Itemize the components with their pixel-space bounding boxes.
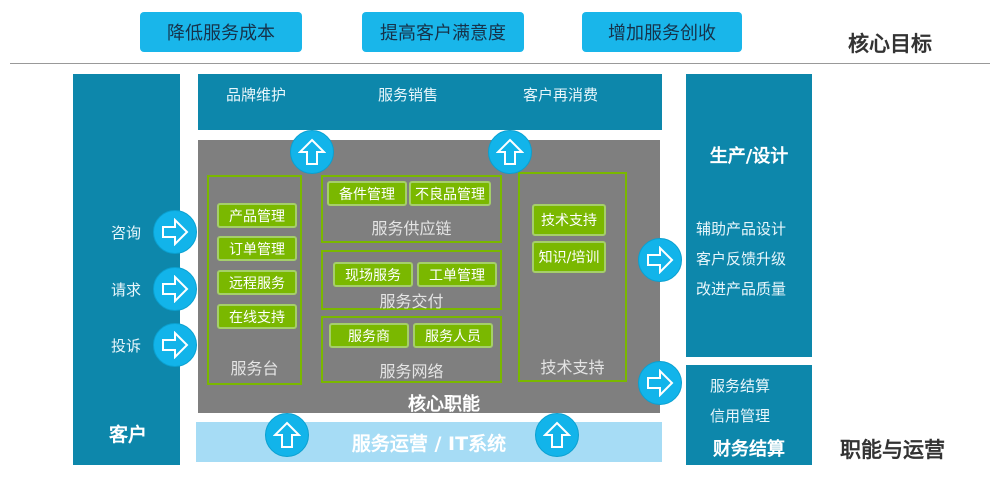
arrow-up-icon bbox=[265, 413, 309, 457]
goals-title: 核心目标 bbox=[848, 32, 932, 56]
tech-support-item: 技术支持 bbox=[532, 204, 606, 236]
product-mgmt: 产品管理 bbox=[217, 203, 297, 228]
customer-repurchase: 客户再消费 bbox=[523, 86, 599, 104]
service-desk-box: 产品管理 订单管理 远程服务 在线支持 服务台 bbox=[207, 175, 302, 385]
supply-chain-box: 备件管理 不良品管理 服务供应链 bbox=[321, 175, 502, 243]
knowledge-training: 知识/培训 bbox=[532, 241, 606, 273]
ops-title: 职能与运营 bbox=[840, 438, 945, 462]
arrow-right-icon bbox=[153, 267, 197, 311]
network-box: 服务商 服务人员 服务网络 bbox=[321, 316, 502, 383]
tech-support-label: 技术支持 bbox=[540, 358, 605, 377]
arrow-right-icon bbox=[638, 238, 682, 282]
divider bbox=[10, 63, 990, 64]
order-mgmt: 订单管理 bbox=[217, 236, 297, 261]
core-title: 核心职能 bbox=[408, 394, 480, 415]
arrow-right-icon bbox=[638, 361, 682, 405]
defective-mgmt: 不良品管理 bbox=[409, 181, 491, 206]
credit-mgmt: 信用管理 bbox=[710, 407, 771, 425]
service-desk-label: 服务台 bbox=[230, 359, 279, 378]
onsite-service: 现场服务 bbox=[333, 262, 413, 287]
remote-service: 远程服务 bbox=[217, 270, 297, 295]
goal-satisfaction: 提高客户满意度 bbox=[362, 12, 524, 52]
arrow-up-icon bbox=[488, 130, 532, 174]
service-provider: 服务商 bbox=[329, 323, 409, 348]
service-settlement: 服务结算 bbox=[710, 377, 771, 395]
arrow-right-icon bbox=[153, 323, 197, 367]
feedback-upgrade: 客户反馈升级 bbox=[696, 250, 787, 268]
assist-design: 辅助产品设计 bbox=[696, 220, 787, 238]
arrow-up-icon bbox=[535, 413, 579, 457]
delivery-box: 现场服务 工单管理 服务交付 bbox=[321, 250, 502, 311]
goal-reduce-cost: 降低服务成本 bbox=[140, 12, 302, 52]
it-bar-label: 服务运营 / IT系统 bbox=[351, 432, 507, 455]
finance-column: 服务结算 信用管理 财务结算 bbox=[686, 365, 812, 465]
goal-revenue: 增加服务创收 bbox=[582, 12, 742, 52]
improve-quality: 改进产品质量 bbox=[696, 280, 787, 298]
online-support: 在线支持 bbox=[217, 304, 297, 329]
input-complaint: 投诉 bbox=[111, 337, 142, 355]
core-functions-panel: 产品管理 订单管理 远程服务 在线支持 服务台 备件管理 不良品管理 服务供应链… bbox=[198, 140, 660, 415]
top-bar: 品牌维护 服务销售 客户再消费 bbox=[198, 74, 662, 130]
customer-title: 客户 bbox=[109, 424, 148, 446]
service-staff: 服务人员 bbox=[413, 323, 493, 348]
spare-parts-mgmt: 备件管理 bbox=[327, 181, 407, 206]
arrow-up-icon bbox=[290, 130, 334, 174]
brand-maintenance: 品牌维护 bbox=[226, 86, 287, 104]
network-label: 服务网络 bbox=[379, 362, 444, 381]
input-consult: 咨询 bbox=[111, 224, 142, 242]
production-title: 生产/设计 bbox=[709, 146, 789, 167]
service-sales: 服务销售 bbox=[378, 86, 439, 104]
tech-support-box: 技术支持 知识/培训 技术支持 bbox=[518, 172, 627, 382]
delivery-label: 服务交付 bbox=[379, 292, 444, 311]
input-request: 请求 bbox=[111, 281, 142, 299]
arrow-right-icon bbox=[153, 210, 197, 254]
supply-chain-label: 服务供应链 bbox=[371, 219, 452, 238]
finance-title: 财务结算 bbox=[713, 439, 785, 460]
work-order-mgmt: 工单管理 bbox=[417, 262, 497, 287]
production-column: 生产/设计 辅助产品设计 客户反馈升级 改进产品质量 bbox=[686, 74, 812, 357]
